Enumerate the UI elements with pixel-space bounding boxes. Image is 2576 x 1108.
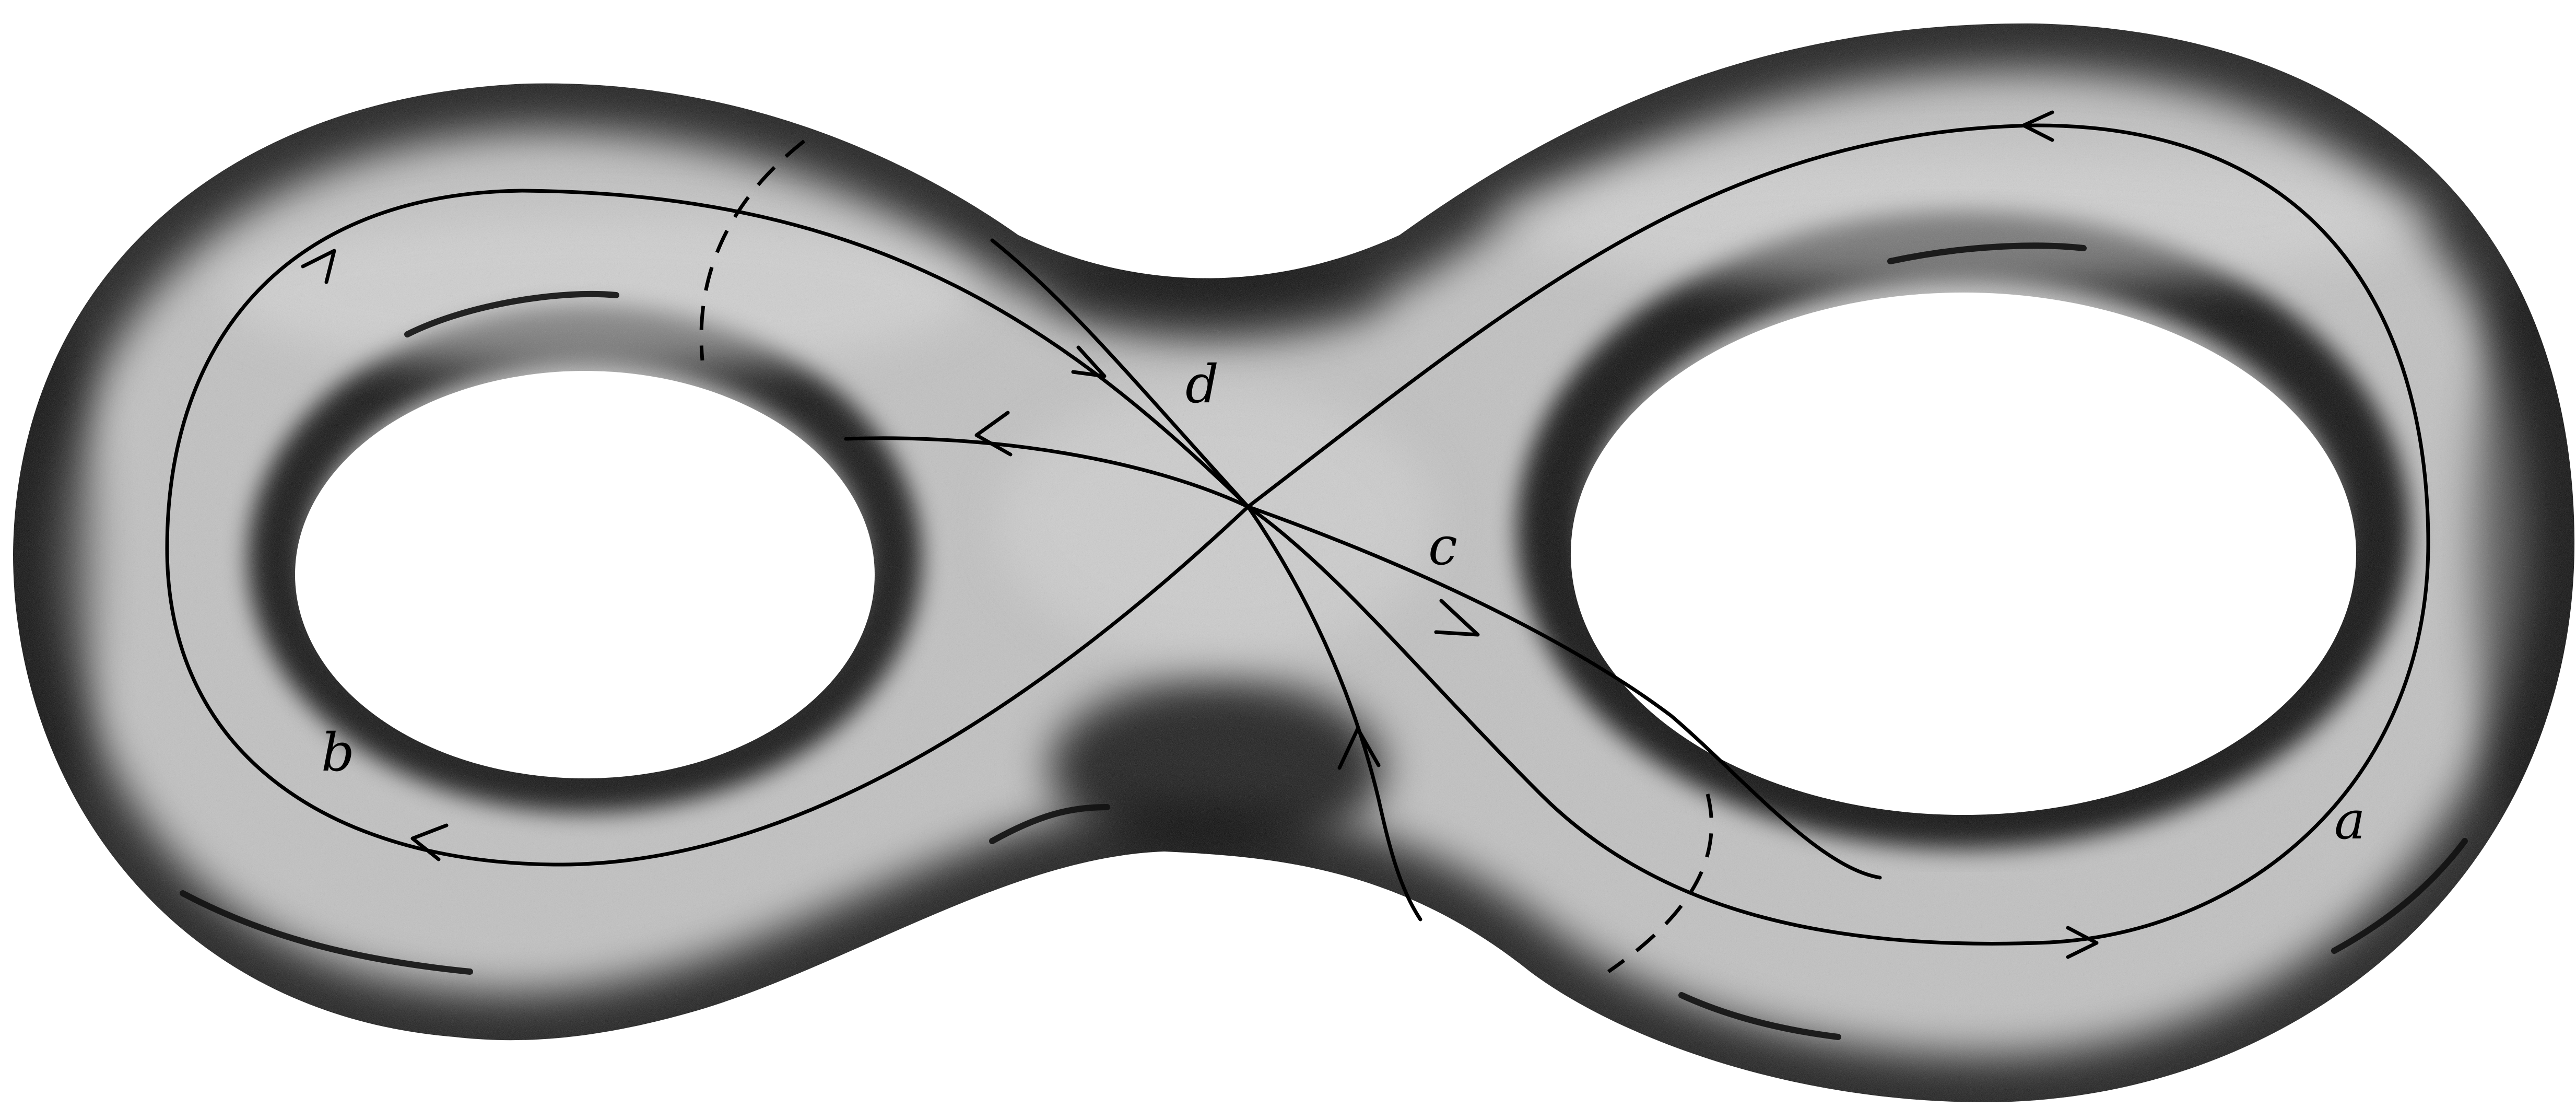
label-d: d [1185,354,1219,415]
label-c: c [1428,516,1457,577]
label-a: a [2334,790,2366,851]
label-b: b [321,722,355,783]
